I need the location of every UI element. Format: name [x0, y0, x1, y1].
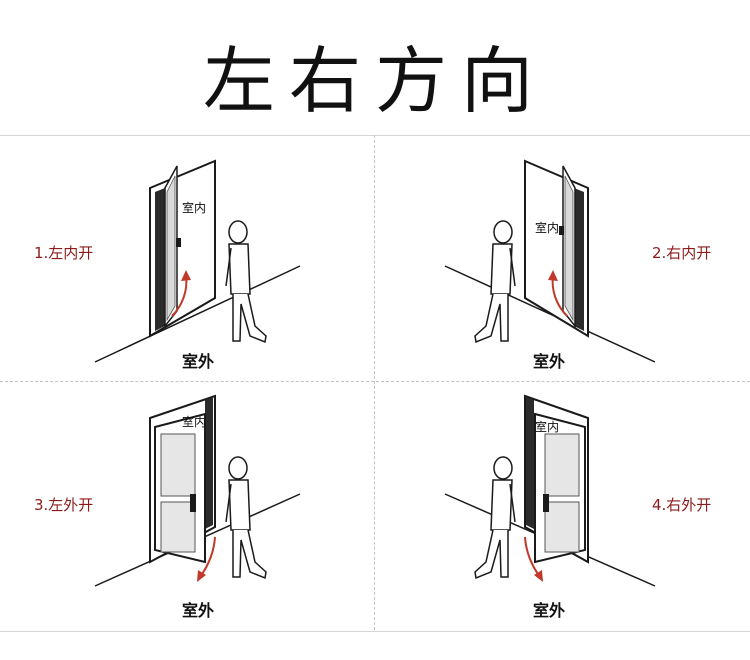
right-inward-illustration: [444, 159, 656, 363]
vertical-divider: [374, 135, 375, 630]
left-outward-illustration: [94, 394, 301, 587]
label-right-outward: 4.右外开: [652, 496, 712, 514]
door-leaf: [559, 165, 576, 329]
outdoor-label: 室外: [533, 601, 566, 620]
indoor-label: 室内: [535, 420, 560, 434]
panel-right-inward: 2.右内开 室内 室外: [375, 136, 750, 382]
left-inward-illustration: [94, 159, 301, 363]
indoor-label: 室内: [182, 201, 207, 215]
person-figure: [225, 220, 267, 344]
panel-right-outward: 4.右外开 室内 室外: [375, 382, 750, 628]
arrow-head: [534, 570, 543, 582]
label-left-outward: 3.左外开: [34, 496, 94, 514]
door-glass-lower: [160, 501, 196, 553]
arrow-head: [548, 270, 558, 281]
person-figure: [474, 220, 516, 344]
door-handle: [190, 494, 196, 512]
door-leaf: [154, 412, 206, 564]
outdoor-label: 室外: [533, 352, 566, 371]
door-glass-upper: [544, 433, 580, 497]
door-handle: [176, 238, 181, 247]
horizontal-divider: [0, 381, 750, 382]
diagram-grid: [0, 135, 750, 632]
right-outward-illustration: [444, 394, 656, 587]
door-glass-lower: [544, 501, 580, 553]
door-leaf: [164, 165, 181, 329]
label-right-inward: 2.右内开: [652, 244, 712, 262]
person-figure: [474, 456, 516, 580]
door-glass-upper: [160, 433, 196, 497]
outdoor-label: 室外: [182, 601, 215, 620]
indoor-label: 室内: [182, 415, 207, 429]
page-title: 左右方向: [202, 39, 547, 123]
door-leaf: [534, 412, 586, 564]
label-left-inward: 1.左内开: [34, 244, 94, 262]
arrow-head: [197, 570, 206, 582]
floor-line: [94, 265, 301, 363]
panel-left-outward: 3.左外开 室内 室外: [0, 382, 375, 628]
door-frame: [524, 159, 589, 338]
panel-left-inward: 1.左内开 室内 室外: [0, 136, 375, 382]
door-handle: [543, 494, 549, 512]
arrow-head: [181, 270, 191, 281]
indoor-label: 室内: [535, 221, 560, 235]
person-figure: [225, 456, 267, 580]
outdoor-label: 室外: [182, 352, 215, 371]
door-handle: [559, 226, 564, 235]
